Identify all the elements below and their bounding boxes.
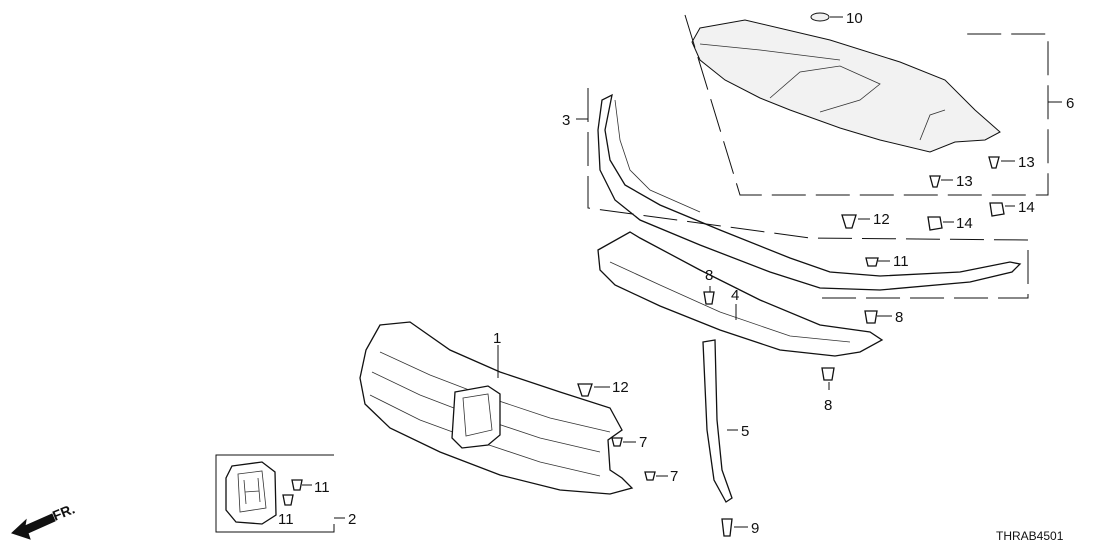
callout-14: 14 xyxy=(1018,199,1035,216)
callout-11: 11 xyxy=(314,479,330,496)
callout-3: 3 xyxy=(562,112,570,129)
part-5-stay xyxy=(702,339,733,503)
part-2-emblem xyxy=(225,461,277,525)
part-6-bracket xyxy=(684,14,1049,196)
clip-13-icon xyxy=(929,175,941,188)
clip-11-icon xyxy=(291,479,303,491)
front-direction-label: FR. xyxy=(50,500,77,523)
clip-11-icon xyxy=(865,257,879,267)
callout-14: 14 xyxy=(956,215,973,232)
callout-7: 7 xyxy=(639,434,647,451)
callout-11: 11 xyxy=(893,253,909,270)
callout-12: 12 xyxy=(873,211,890,228)
clip-13-icon xyxy=(988,156,1000,169)
clip-12-icon xyxy=(577,383,593,397)
callout-1: 1 xyxy=(493,330,501,347)
callout-8: 8 xyxy=(895,309,903,326)
part-3-molding xyxy=(597,93,1022,291)
callout-7: 7 xyxy=(670,468,678,485)
callout-9: 9 xyxy=(751,520,759,537)
bolt-9-icon xyxy=(721,518,733,537)
diagram-code: THRAB4501 xyxy=(996,529,1064,543)
clip-12-icon xyxy=(841,214,857,229)
callout-5: 5 xyxy=(741,423,749,440)
callout-8: 8 xyxy=(705,267,713,284)
part-4-bracket xyxy=(597,231,884,357)
callout-12: 12 xyxy=(612,379,629,396)
screw-7-icon xyxy=(644,471,656,481)
callout-2: 2 xyxy=(348,511,356,528)
callout-10: 10 xyxy=(846,10,863,27)
clip-11-icon xyxy=(282,494,294,506)
part-3-bracket xyxy=(587,88,1029,299)
callout-13: 13 xyxy=(1018,154,1035,171)
callout-6: 6 xyxy=(1066,95,1074,112)
front-arrow-icon xyxy=(11,513,56,540)
callout-11: 11 xyxy=(278,511,294,528)
bolt-8-icon xyxy=(864,310,878,324)
callout-4: 4 xyxy=(731,287,739,304)
clip-14-icon xyxy=(989,202,1005,217)
part-1-grille xyxy=(359,321,634,495)
callout-13: 13 xyxy=(956,173,973,190)
clip-14-icon xyxy=(927,216,943,231)
bolt-8-icon xyxy=(703,291,715,305)
bolt-8-icon xyxy=(821,367,835,381)
leader-lines xyxy=(302,16,1015,528)
part-6-upper-cover xyxy=(691,19,1001,153)
screw-7-icon xyxy=(611,437,623,447)
callout-8: 8 xyxy=(824,397,832,414)
clip-10-icon xyxy=(810,12,830,22)
part-2-bracket xyxy=(215,454,335,533)
